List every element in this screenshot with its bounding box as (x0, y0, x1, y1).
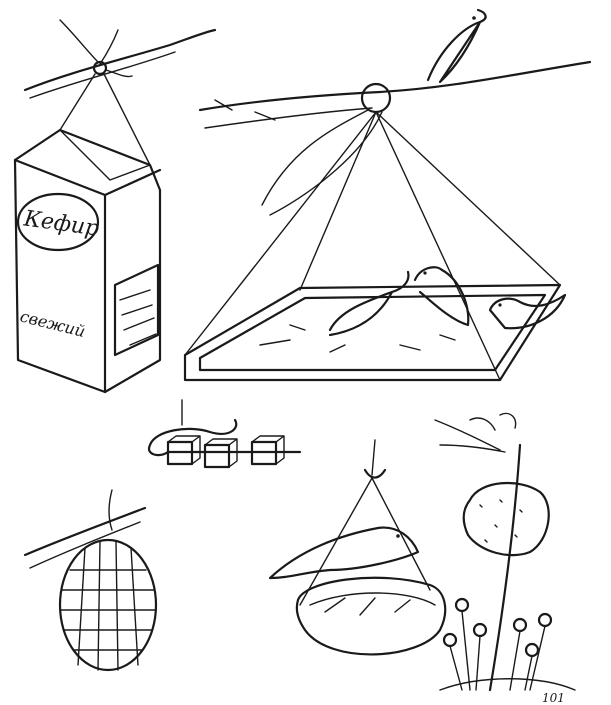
mesh-bag (58, 538, 158, 672)
string-knot (92, 60, 108, 76)
tray-feeder (183, 8, 592, 382)
carton-window (113, 263, 160, 357)
berry-1 (454, 597, 470, 613)
branch-top-left (23, 28, 217, 92)
support-stick (488, 443, 522, 692)
kefir-carton (13, 128, 162, 394)
page-number: 101 (542, 691, 565, 705)
garland-string (147, 418, 302, 457)
bread-cube-garland (147, 399, 302, 469)
bird-on-tray-2 (413, 266, 470, 327)
bread-cube-3 (250, 440, 278, 466)
carton-side-text: свежий (18, 306, 87, 341)
bird-on-branch (426, 8, 487, 84)
carton-feeder: Кефир свежий (13, 19, 217, 394)
bread-slice-feeder (434, 412, 576, 692)
carton-brand-text: Кефир (21, 206, 100, 241)
bird-on-tray-3 (488, 293, 567, 330)
mesh-bag-feeder (23, 489, 158, 672)
coconut-feeder (268, 439, 447, 656)
tray-knot (360, 82, 392, 114)
bread-slice (462, 481, 550, 557)
carton-label-oval (16, 192, 100, 252)
bird-on-tray-1 (328, 270, 410, 337)
bread-cube-1 (166, 440, 194, 466)
coconut-bowl (295, 576, 447, 656)
branch-top-right (198, 60, 592, 112)
bird-on-coconut (268, 526, 420, 580)
branch-bottom-left (23, 506, 147, 557)
bread-cube-2 (203, 443, 231, 469)
feeding-tray (183, 283, 562, 382)
